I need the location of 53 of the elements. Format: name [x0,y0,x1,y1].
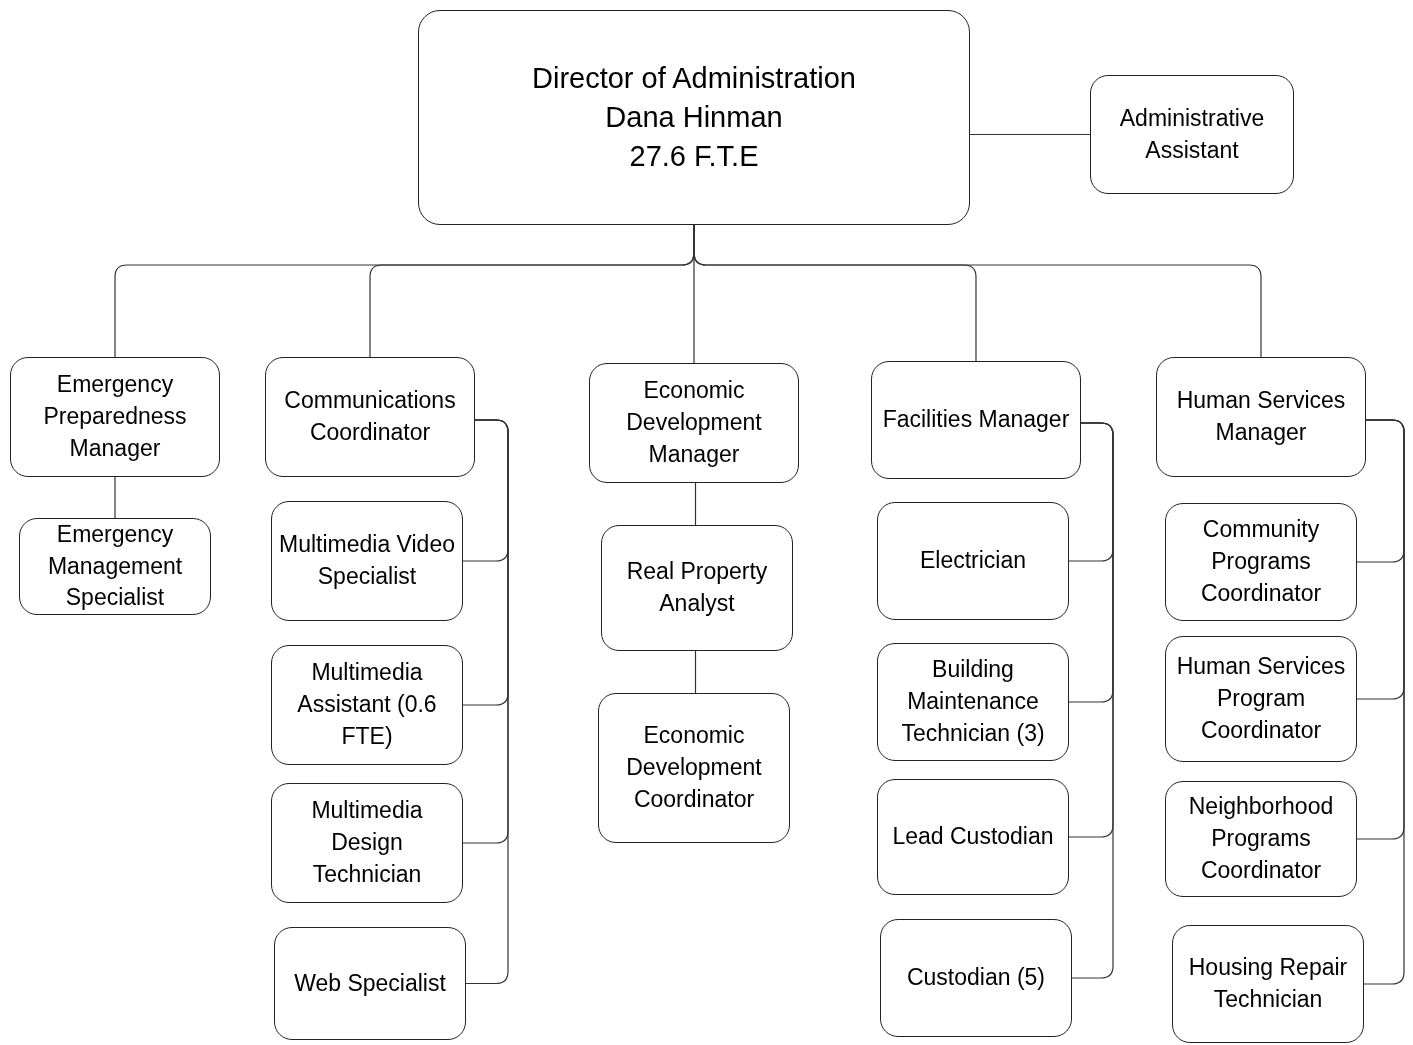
position-title: Economic Development Coordinator [625,721,763,814]
position-title: Multimedia Assistant (0.6 FTE) [296,658,438,751]
position-title: Director of Administration [532,60,856,96]
connector-line [694,482,697,526]
connector-line [969,133,1091,136]
position-box [1156,357,1366,477]
position-title: Community Programs Coordinator [1199,515,1323,608]
position-title: Lead Custodian [892,822,1054,852]
position-title: 27.6 F.T.E [629,139,759,175]
position-box [19,518,211,615]
position-title: Multimedia Video Specialist [278,530,456,591]
position-box [10,357,220,477]
position-box [589,363,799,483]
position-box [265,357,475,477]
connector-line [465,419,509,985]
position-box [1090,75,1294,194]
position-box [877,502,1069,620]
position-box [271,501,463,621]
position-box [1165,636,1357,762]
position-title: Emergency Preparedness Manager [42,370,188,463]
connector-line [694,650,697,694]
position-title: Custodian (5) [906,963,1046,993]
position-box [880,919,1072,1037]
position-title: Neighborhood Programs Coordinator [1187,792,1335,885]
position-title: Economic Development Manager [625,376,763,469]
position-title: Web Specialist [294,968,446,998]
position-box [601,525,793,651]
position-box [274,927,466,1040]
position-title: Multimedia Design Technician [310,796,424,889]
connector-line [114,476,116,519]
position-box [1172,925,1364,1043]
position-box [1165,503,1357,621]
position-title: Housing Repair Technician [1187,953,1349,1014]
position-title: Communications Coordinator [283,386,457,447]
connector-line [1363,419,1405,985]
position-box [877,779,1069,895]
position-box [598,693,790,843]
position-title: Real Property Analyst [625,557,769,618]
position-box [1165,781,1357,897]
position-title: Human Services Manager [1175,386,1347,447]
position-title: Administrative Assistant [1118,103,1266,165]
position-title: Emergency Management Specialist [46,519,184,613]
position-box [877,643,1069,761]
position-box [271,645,463,765]
position-box [271,783,463,903]
position-title: Building Maintenance Technician (3) [900,655,1046,748]
position-title: Electrician [919,546,1027,576]
connector-line [1071,422,1114,979]
position-box [871,361,1081,479]
position-title: Human Services Program Coordinator [1175,652,1347,745]
position-box [418,10,970,225]
position-title: Dana Hinman [605,99,783,135]
position-title: Facilities Manager [882,405,1070,435]
